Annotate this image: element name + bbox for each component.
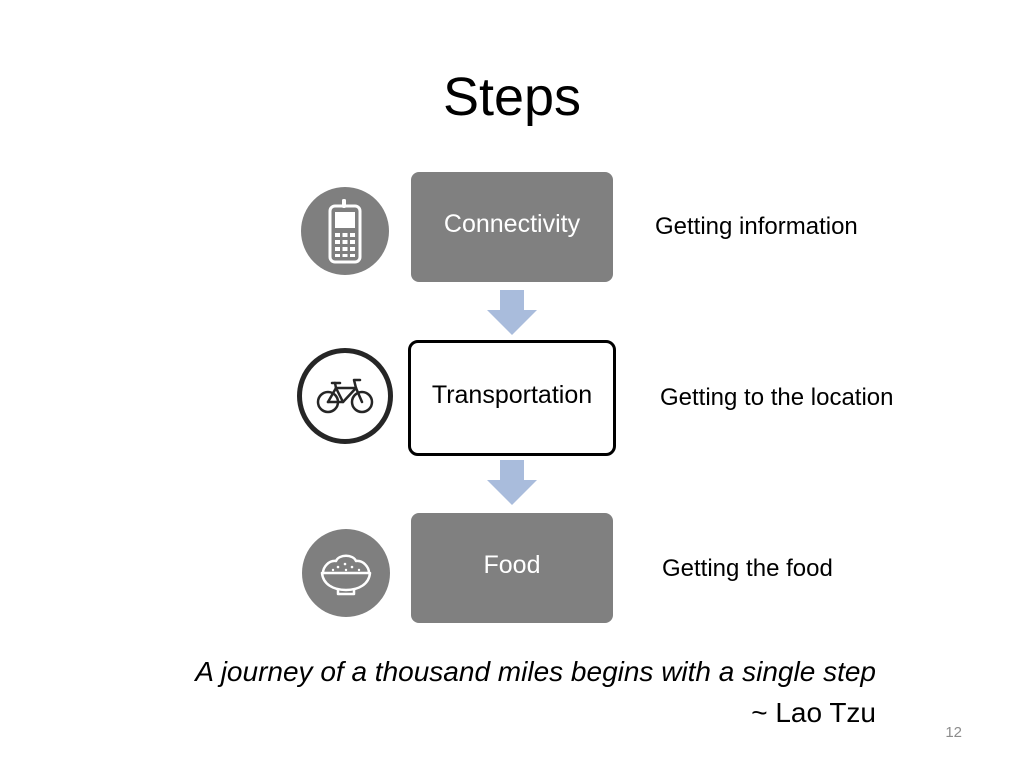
bicycle-circle <box>297 348 393 444</box>
down-arrow-2 <box>487 460 537 505</box>
step-label-food: Food <box>483 550 541 579</box>
step-box-transportation: Transportation <box>408 340 616 456</box>
bicycle-icon <box>316 378 374 414</box>
quote-attribution: ~ Lao Tzu <box>751 697 876 728</box>
step-label-transportation: Transportation <box>431 380 593 409</box>
step-box-connectivity: Connectivity <box>411 172 613 282</box>
mobile-phone-icon <box>328 199 362 264</box>
down-arrow-1 <box>487 290 537 335</box>
quote: A journey of a thousand miles begins wit… <box>195 656 876 687</box>
page-number: 12 <box>945 724 962 741</box>
rice-bowl-icon <box>320 554 372 596</box>
step-label-connectivity: Connectivity <box>443 209 581 238</box>
phone-circle <box>301 187 389 275</box>
step-description-connectivity: Getting information <box>655 213 858 240</box>
slide-title: Steps <box>442 67 582 127</box>
rice-bowl-circle <box>302 529 390 617</box>
step-description-transportation: Getting to the location <box>660 384 894 411</box>
step-description-food: Getting the food <box>662 555 833 582</box>
step-box-food: Food <box>411 513 613 623</box>
